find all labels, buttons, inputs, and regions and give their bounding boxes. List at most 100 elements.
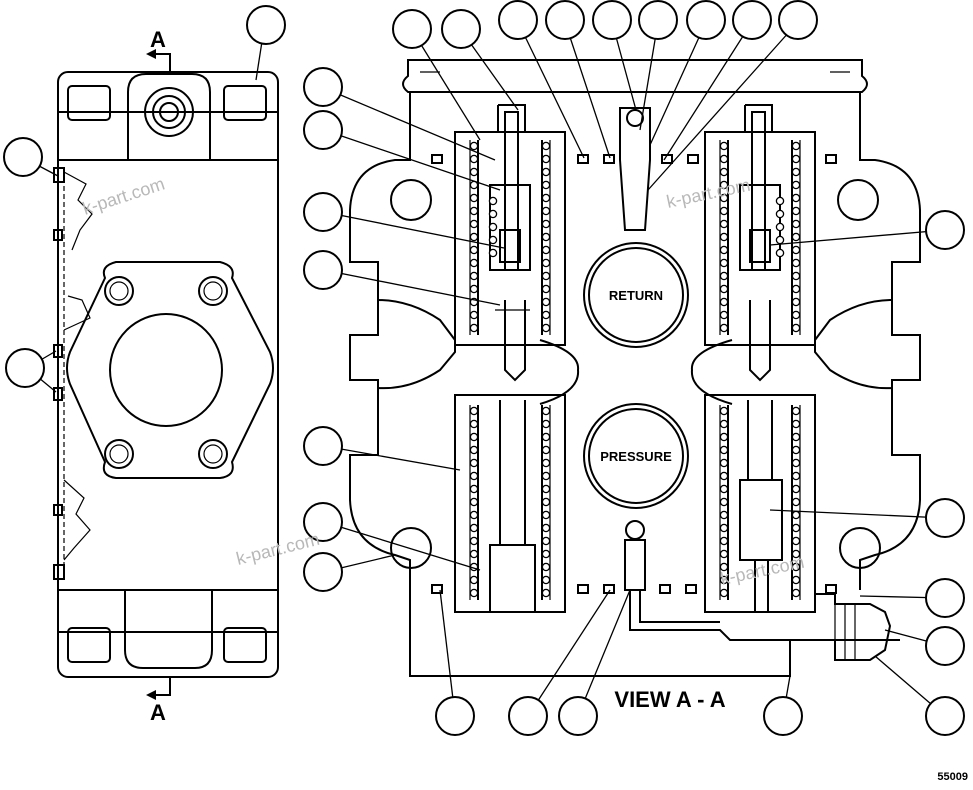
callout-circle[interactable] xyxy=(763,696,803,736)
spring-coil xyxy=(791,206,801,216)
callout-circle[interactable] xyxy=(303,552,343,592)
spring-coil xyxy=(719,471,729,481)
callout-circle[interactable] xyxy=(732,0,772,40)
flange-port xyxy=(109,313,223,427)
spring-coil xyxy=(719,484,729,494)
spring-coil xyxy=(791,271,801,281)
spring-coil xyxy=(719,154,729,164)
spring-coil xyxy=(719,232,729,242)
spring-coil xyxy=(541,406,551,416)
callout-circle[interactable] xyxy=(303,67,343,107)
mounting-flange xyxy=(66,261,274,479)
spring-coil xyxy=(488,248,498,258)
spring-coil xyxy=(469,206,479,216)
callout-circle[interactable] xyxy=(5,348,45,388)
spring-coil xyxy=(541,432,551,442)
leader-lines xyxy=(23,21,946,717)
spring-coil xyxy=(541,258,551,268)
spring-coil xyxy=(791,219,801,229)
spring-coil xyxy=(791,471,801,481)
spring-coil xyxy=(719,167,729,177)
spring-coil xyxy=(469,232,479,242)
callout-circle[interactable] xyxy=(925,498,965,538)
callout-circle[interactable] xyxy=(303,250,343,290)
check-valve-upper xyxy=(619,107,651,231)
callout-circle[interactable] xyxy=(686,0,726,40)
spring-coil xyxy=(541,484,551,494)
spring-coil xyxy=(541,180,551,190)
spring-coil xyxy=(541,471,551,481)
spring-coil xyxy=(791,445,801,455)
spring-coil xyxy=(791,193,801,203)
spring-coil xyxy=(469,549,479,559)
spring-coil xyxy=(541,271,551,281)
spring-coil xyxy=(541,549,551,559)
spring-coil xyxy=(791,497,801,507)
callout-circle[interactable] xyxy=(303,110,343,150)
callout-circle[interactable] xyxy=(638,0,678,40)
spring-coil xyxy=(469,310,479,320)
callout-circle[interactable] xyxy=(558,696,598,736)
callout-circle[interactable] xyxy=(925,210,965,250)
callout-circle[interactable] xyxy=(925,578,965,618)
spring-coil xyxy=(791,167,801,177)
spring-coil xyxy=(791,310,801,320)
spring-coil xyxy=(541,310,551,320)
spring-coil xyxy=(469,284,479,294)
spring-coil xyxy=(791,141,801,151)
callout-circle[interactable] xyxy=(303,502,343,542)
watermark: k-part.com xyxy=(665,175,752,212)
callout-circle[interactable] xyxy=(925,696,965,736)
callout-circle[interactable] xyxy=(592,0,632,40)
section-view-a-a xyxy=(349,59,921,677)
spring-coil xyxy=(541,562,551,572)
spring-coil xyxy=(775,235,785,245)
spring-coil xyxy=(469,575,479,585)
spring-coil xyxy=(719,523,729,533)
callout-circle[interactable] xyxy=(392,9,432,49)
callout-circle[interactable] xyxy=(508,696,548,736)
spring-coil xyxy=(541,536,551,546)
spring-coil xyxy=(469,536,479,546)
spring-coil xyxy=(469,271,479,281)
spring-coil xyxy=(791,562,801,572)
o-rings xyxy=(431,154,837,594)
spring-coil xyxy=(469,141,479,151)
spring-coil xyxy=(541,219,551,229)
callout-circle[interactable] xyxy=(246,5,286,45)
spring-coil xyxy=(719,406,729,416)
callout-circle[interactable] xyxy=(498,0,538,40)
spring-coil xyxy=(469,510,479,520)
spring-coil xyxy=(719,536,729,546)
callout-circle[interactable] xyxy=(3,137,43,177)
callout-circle[interactable] xyxy=(925,626,965,666)
spring-coil xyxy=(791,323,801,333)
spring-coil xyxy=(719,497,729,507)
check-valve-lower xyxy=(624,539,646,591)
top-port-fitting xyxy=(144,87,194,137)
callout-circle[interactable] xyxy=(545,0,585,40)
spring-coil xyxy=(791,297,801,307)
callout-circle[interactable] xyxy=(778,0,818,40)
spring-coil xyxy=(469,497,479,507)
spring-coil xyxy=(541,419,551,429)
spring-coil xyxy=(719,245,729,255)
callout-circle[interactable] xyxy=(441,9,481,49)
callout-circle[interactable] xyxy=(303,426,343,466)
spring-coil xyxy=(488,235,498,245)
plug-fitting xyxy=(815,593,892,661)
section-mark-bottom: A xyxy=(150,700,166,725)
spring-coil xyxy=(719,180,729,190)
spring-coil xyxy=(791,484,801,494)
spring-coil xyxy=(791,419,801,429)
pressure-label: PRESSURE xyxy=(600,449,672,464)
top-rail xyxy=(402,59,868,93)
section-mark-top: A xyxy=(150,27,166,52)
callout-circle[interactable] xyxy=(435,696,475,736)
callout-circle[interactable] xyxy=(303,192,343,232)
return-port xyxy=(583,242,689,348)
spring-coil xyxy=(541,588,551,598)
spring-coil xyxy=(791,458,801,468)
spring-coil xyxy=(541,323,551,333)
